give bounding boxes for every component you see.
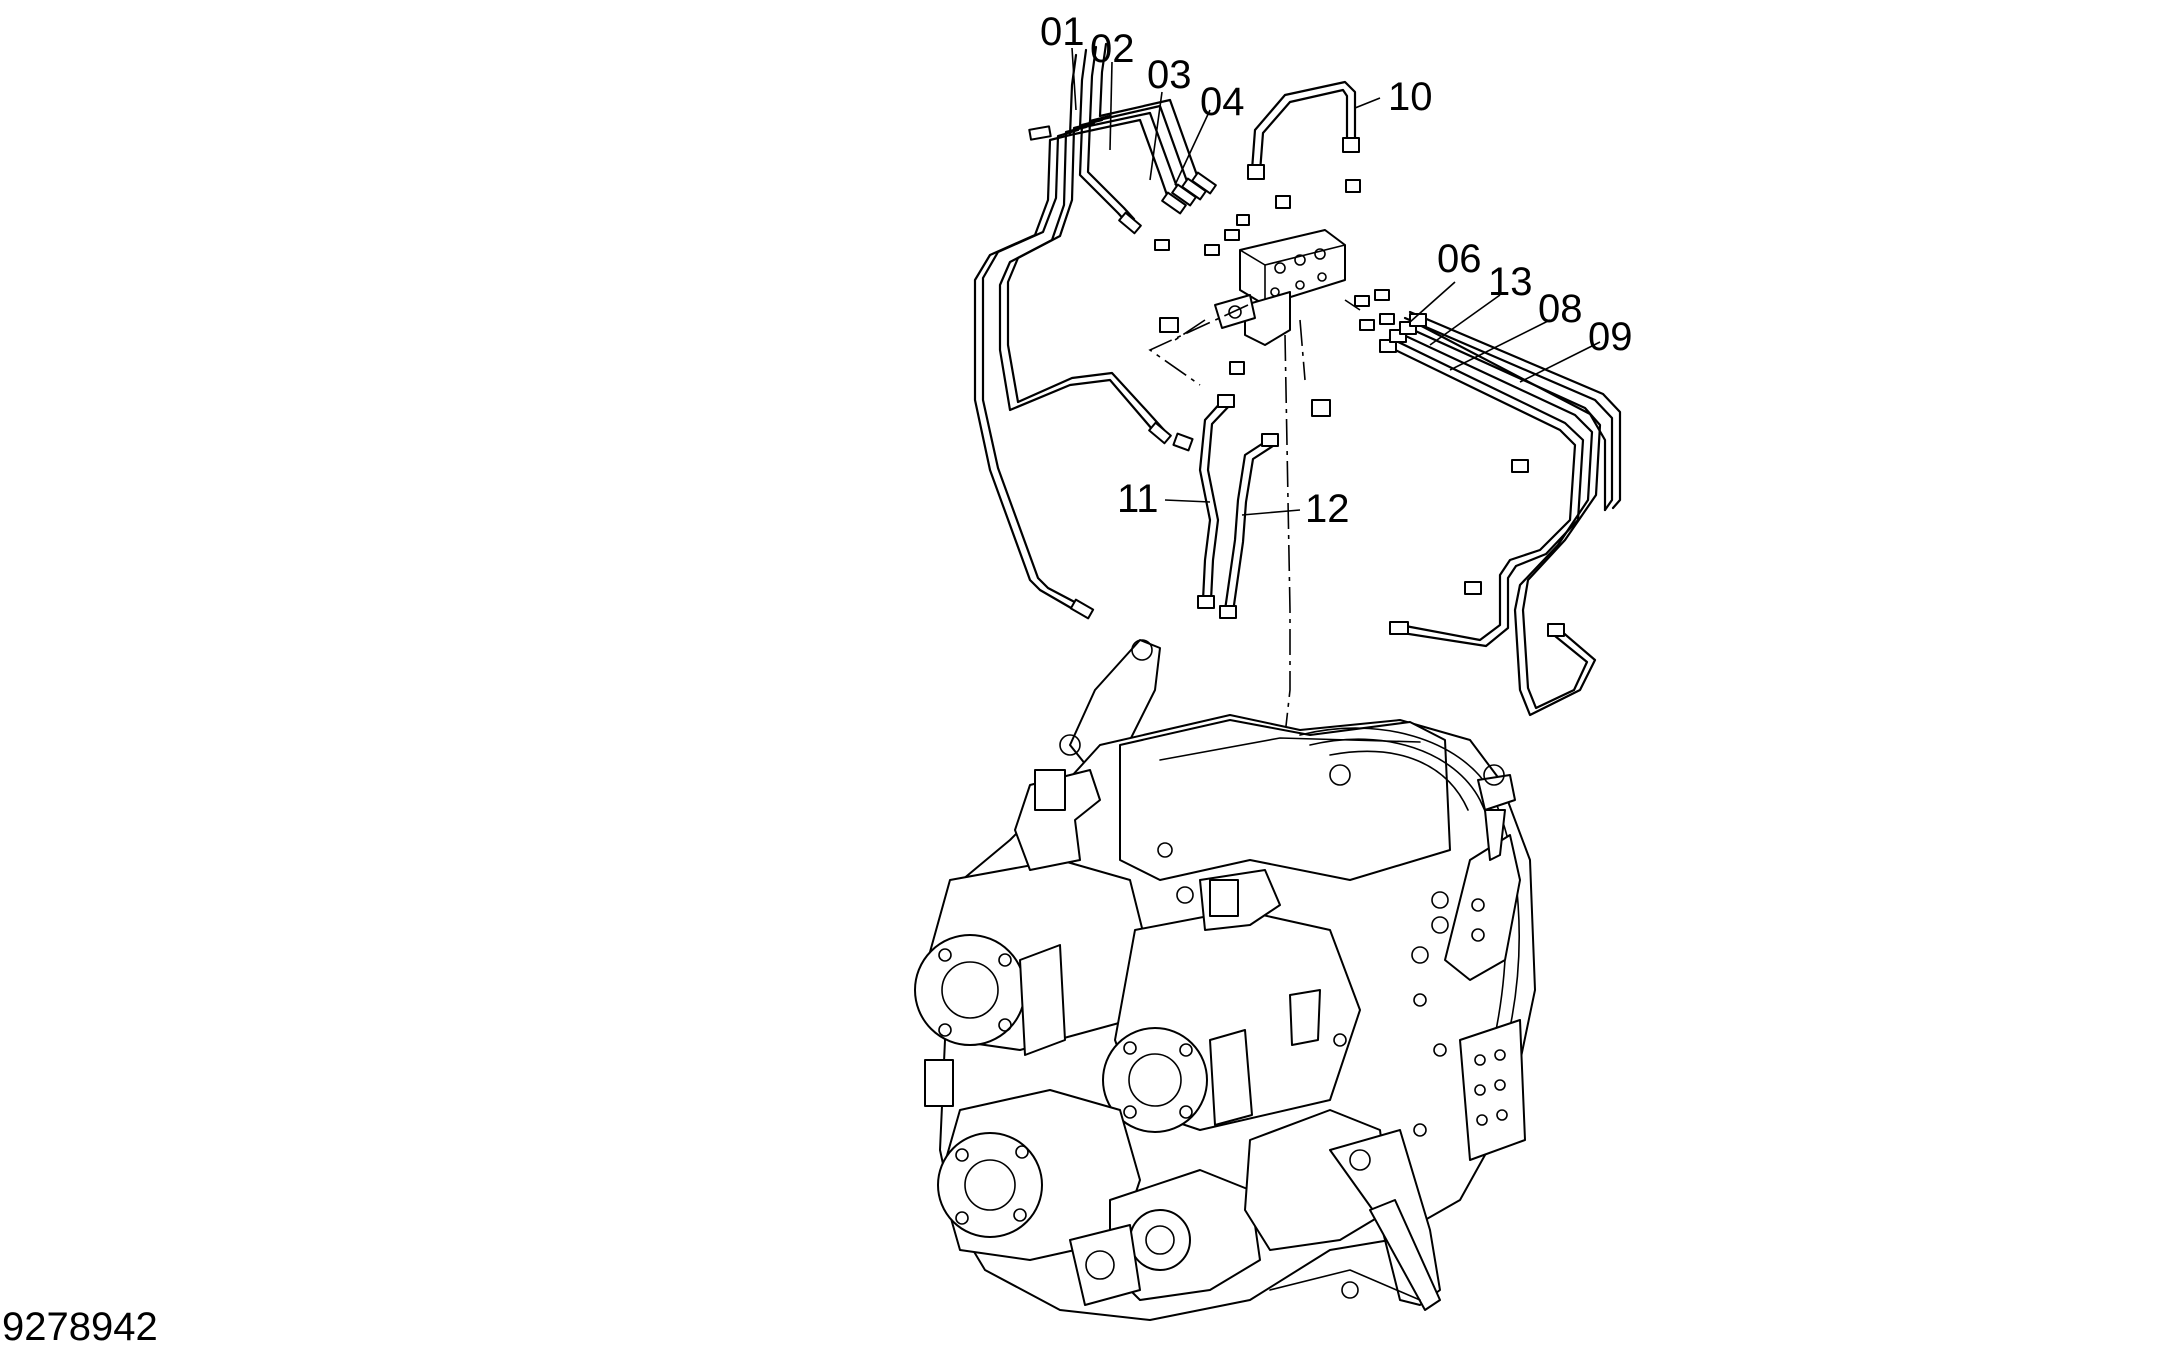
callout-06: 06 [1437, 237, 1482, 281]
leader-lines [1071, 47, 1601, 516]
callout-08: 08 [1538, 287, 1583, 331]
callout-02: 02 [1090, 27, 1135, 71]
callout-12: 12 [1305, 487, 1350, 531]
callout-04: 04 [1200, 80, 1245, 124]
callout-01: 01 [1040, 10, 1085, 54]
callout-13: 13 [1488, 260, 1533, 304]
tube-10 [1247, 80, 1361, 209]
tube-bundle-06-13-08-09 [1379, 310, 1622, 717]
drawing-id: 9278942 [2, 1305, 158, 1345]
callout-03: 03 [1147, 53, 1192, 97]
pump-gearbox-assembly [914, 639, 1536, 1321]
callout-10: 10 [1388, 75, 1433, 119]
distribution-block [1159, 214, 1395, 417]
assembly-centerlines [1148, 299, 1361, 781]
callout-09: 09 [1588, 315, 1633, 359]
callout-11: 11 [1117, 477, 1159, 521]
tubes-11-12 [1197, 394, 1279, 619]
tube-bundle-01-04 [973, 42, 1217, 620]
callout-labels: 01 02 03 04 10 06 13 08 09 11 12 [1040, 10, 1633, 531]
